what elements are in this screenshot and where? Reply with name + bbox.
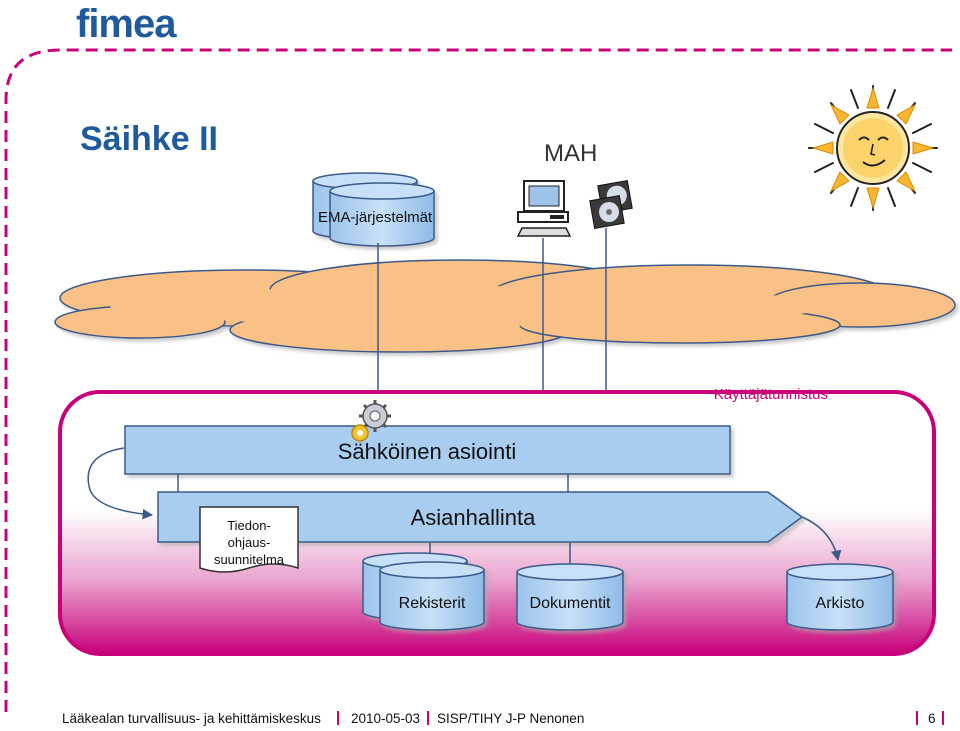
ema-label: EMA-järjestelmät bbox=[318, 209, 433, 226]
footer-org: Lääkealan turvallisuus- ja kehittämiskes… bbox=[62, 711, 321, 726]
gear-icon bbox=[351, 400, 391, 442]
documents-label: Dokumentit bbox=[530, 595, 611, 612]
retention-plan-line-3: suunnitelma bbox=[214, 552, 285, 567]
archive-label: Arkisto bbox=[816, 595, 865, 612]
footer-date: 2010-05-03 bbox=[351, 711, 420, 726]
retention-plan-line-1: Tiedon- bbox=[227, 518, 271, 533]
footer-author: SISP/TIHY J-P Nenonen bbox=[437, 711, 584, 726]
cd-stack-icon bbox=[589, 180, 633, 229]
mah-label: MAH bbox=[544, 140, 597, 167]
electronic-services-bar bbox=[124, 425, 731, 475]
electronic-services-label: Sähköinen asiointi bbox=[338, 439, 517, 464]
archive-database bbox=[786, 563, 894, 631]
curve-arrow-left bbox=[87, 447, 154, 520]
documents-database bbox=[516, 563, 624, 631]
page-title: Säihke II bbox=[80, 120, 218, 158]
sun-icon bbox=[808, 85, 938, 211]
slide-frame-dashed bbox=[4, 48, 952, 712]
case-management-label: Asianhallinta bbox=[411, 505, 537, 530]
page-number: 6 bbox=[928, 711, 936, 726]
retention-plan-document: Tiedon- ohjaus- suunnitelma bbox=[199, 506, 299, 573]
computer-icon bbox=[516, 180, 572, 237]
footer: Lääkealan turvallisuus- ja kehittämiskes… bbox=[62, 711, 944, 726]
case-management-arrow bbox=[157, 491, 804, 543]
user-auth-label: Käyttäjätunnistus bbox=[714, 386, 828, 403]
retention-plan-line-2: ohjaus- bbox=[228, 535, 271, 550]
network-cloud bbox=[54, 259, 956, 353]
connector-lines bbox=[377, 228, 612, 417]
bar-connectors bbox=[177, 474, 569, 492]
fimea-logo: fimea bbox=[76, 2, 178, 46]
registers-database bbox=[362, 552, 485, 631]
registers-label: Rekisterit bbox=[399, 595, 466, 612]
cylinder-front bbox=[329, 182, 435, 247]
logo-text: fimea bbox=[76, 2, 177, 46]
ema-systems-database bbox=[312, 172, 435, 247]
